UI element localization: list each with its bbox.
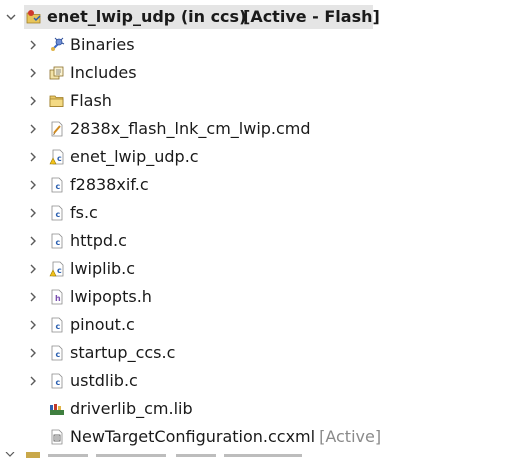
c-file-icon: c xyxy=(49,373,65,389)
svg-text:c: c xyxy=(56,350,61,359)
tree-item-label: 2838x_flash_lnk_cm_lwip.cmd xyxy=(70,119,311,138)
tree-item-label: Includes xyxy=(70,63,137,82)
c-file-icon: c xyxy=(49,177,65,193)
tree-item-label: fs.c xyxy=(70,203,98,222)
tree-item-label: Binaries xyxy=(70,35,135,54)
c-file-warning-icon: c xyxy=(49,149,65,165)
tree-item-label: enet_lwip_udp.c xyxy=(70,147,199,166)
tree-item[interactable]: c httpd.c xyxy=(0,227,507,255)
tree-item-label: Flash xyxy=(70,91,112,110)
tree-item[interactable]: Flash xyxy=(0,87,507,115)
c-file-icon: c xyxy=(49,205,65,221)
chevron-right-icon[interactable] xyxy=(27,115,39,143)
active-tag: [Active] xyxy=(319,427,382,446)
svg-text:c: c xyxy=(57,154,62,163)
chevron-right-icon[interactable] xyxy=(27,87,39,115)
project-status: [Active - Flash] xyxy=(243,7,380,26)
ccxml-file-icon xyxy=(49,429,65,445)
tree-item[interactable]: h lwipopts.h xyxy=(0,283,507,311)
tree-item-label: f2838xif.c xyxy=(70,175,149,194)
tree-item[interactable]: NewTargetConfiguration.ccxml[Active] xyxy=(0,423,507,451)
c-file-icon: c xyxy=(49,233,65,249)
tree-item[interactable]: c fs.c xyxy=(0,199,507,227)
tree-item-label: pinout.c xyxy=(70,315,135,334)
project-row[interactable]: enet_lwip_udp (in ccs) [Active - Flash] xyxy=(0,3,507,31)
chevron-right-icon[interactable] xyxy=(27,283,39,311)
tree-item[interactable]: 2838x_flash_lnk_cm_lwip.cmd xyxy=(0,115,507,143)
project-name: enet_lwip_udp (in ccs) xyxy=(47,7,247,26)
chevron-right-icon[interactable] xyxy=(27,227,39,255)
h-file-icon: h xyxy=(49,289,65,305)
chevron-right-icon[interactable] xyxy=(27,255,39,283)
chevron-down-icon[interactable] xyxy=(5,3,17,31)
library-icon xyxy=(49,401,65,417)
chevron-right-icon[interactable] xyxy=(27,199,39,227)
tree-item-label: driverlib_cm.lib xyxy=(70,399,193,418)
svg-text:c: c xyxy=(56,182,61,191)
project-explorer-tree: enet_lwip_udp (in ccs) [Active - Flash] … xyxy=(0,3,507,451)
tree-item[interactable]: driverlib_cm.lib xyxy=(0,395,507,423)
chevron-right-icon[interactable] xyxy=(27,171,39,199)
svg-text:h: h xyxy=(55,294,61,303)
ccs-project-icon xyxy=(26,9,42,25)
svg-text:c: c xyxy=(56,238,61,247)
c-file-warning-icon: c xyxy=(49,261,65,277)
tree-item[interactable]: c lwiplib.c xyxy=(0,255,507,283)
chevron-right-icon[interactable] xyxy=(27,31,39,59)
tree-item-label: httpd.c xyxy=(70,231,127,250)
chevron-right-icon[interactable] xyxy=(27,339,39,367)
c-file-icon: c xyxy=(49,345,65,361)
tree-item-label: NewTargetConfiguration.ccxml xyxy=(70,427,316,446)
tree-item[interactable]: c enet_lwip_udp.c xyxy=(0,143,507,171)
includes-icon xyxy=(49,65,65,81)
chevron-right-icon[interactable] xyxy=(27,367,39,395)
c-file-icon: c xyxy=(49,317,65,333)
svg-text:c: c xyxy=(56,322,61,331)
tree-item[interactable]: c startup_ccs.c xyxy=(0,339,507,367)
tree-item-label-group: NewTargetConfiguration.ccxml[Active] xyxy=(70,423,381,451)
tree-item[interactable]: c ustdlib.c xyxy=(0,367,507,395)
next-project-row-partial[interactable] xyxy=(0,448,507,459)
folder-icon xyxy=(49,93,65,109)
tree-item[interactable]: c pinout.c xyxy=(0,311,507,339)
svg-text:c: c xyxy=(57,266,62,275)
tree-item-label: lwiplib.c xyxy=(70,259,136,278)
chevron-right-icon[interactable] xyxy=(27,59,39,87)
tree-item-label: startup_ccs.c xyxy=(70,343,176,362)
chevron-right-icon[interactable] xyxy=(27,311,39,339)
svg-text:c: c xyxy=(56,210,61,219)
tree-item[interactable]: Binaries xyxy=(0,31,507,59)
tree-item-label: lwipopts.h xyxy=(70,287,152,306)
chevron-right-icon[interactable] xyxy=(27,143,39,171)
binaries-icon xyxy=(49,37,65,53)
tree-item-label: ustdlib.c xyxy=(70,371,138,390)
project-row-highlight xyxy=(24,5,373,29)
tree-item[interactable]: Includes xyxy=(0,59,507,87)
tree-item[interactable]: c f2838xif.c xyxy=(0,171,507,199)
svg-text:c: c xyxy=(56,378,61,387)
cmd-file-icon xyxy=(49,121,65,137)
